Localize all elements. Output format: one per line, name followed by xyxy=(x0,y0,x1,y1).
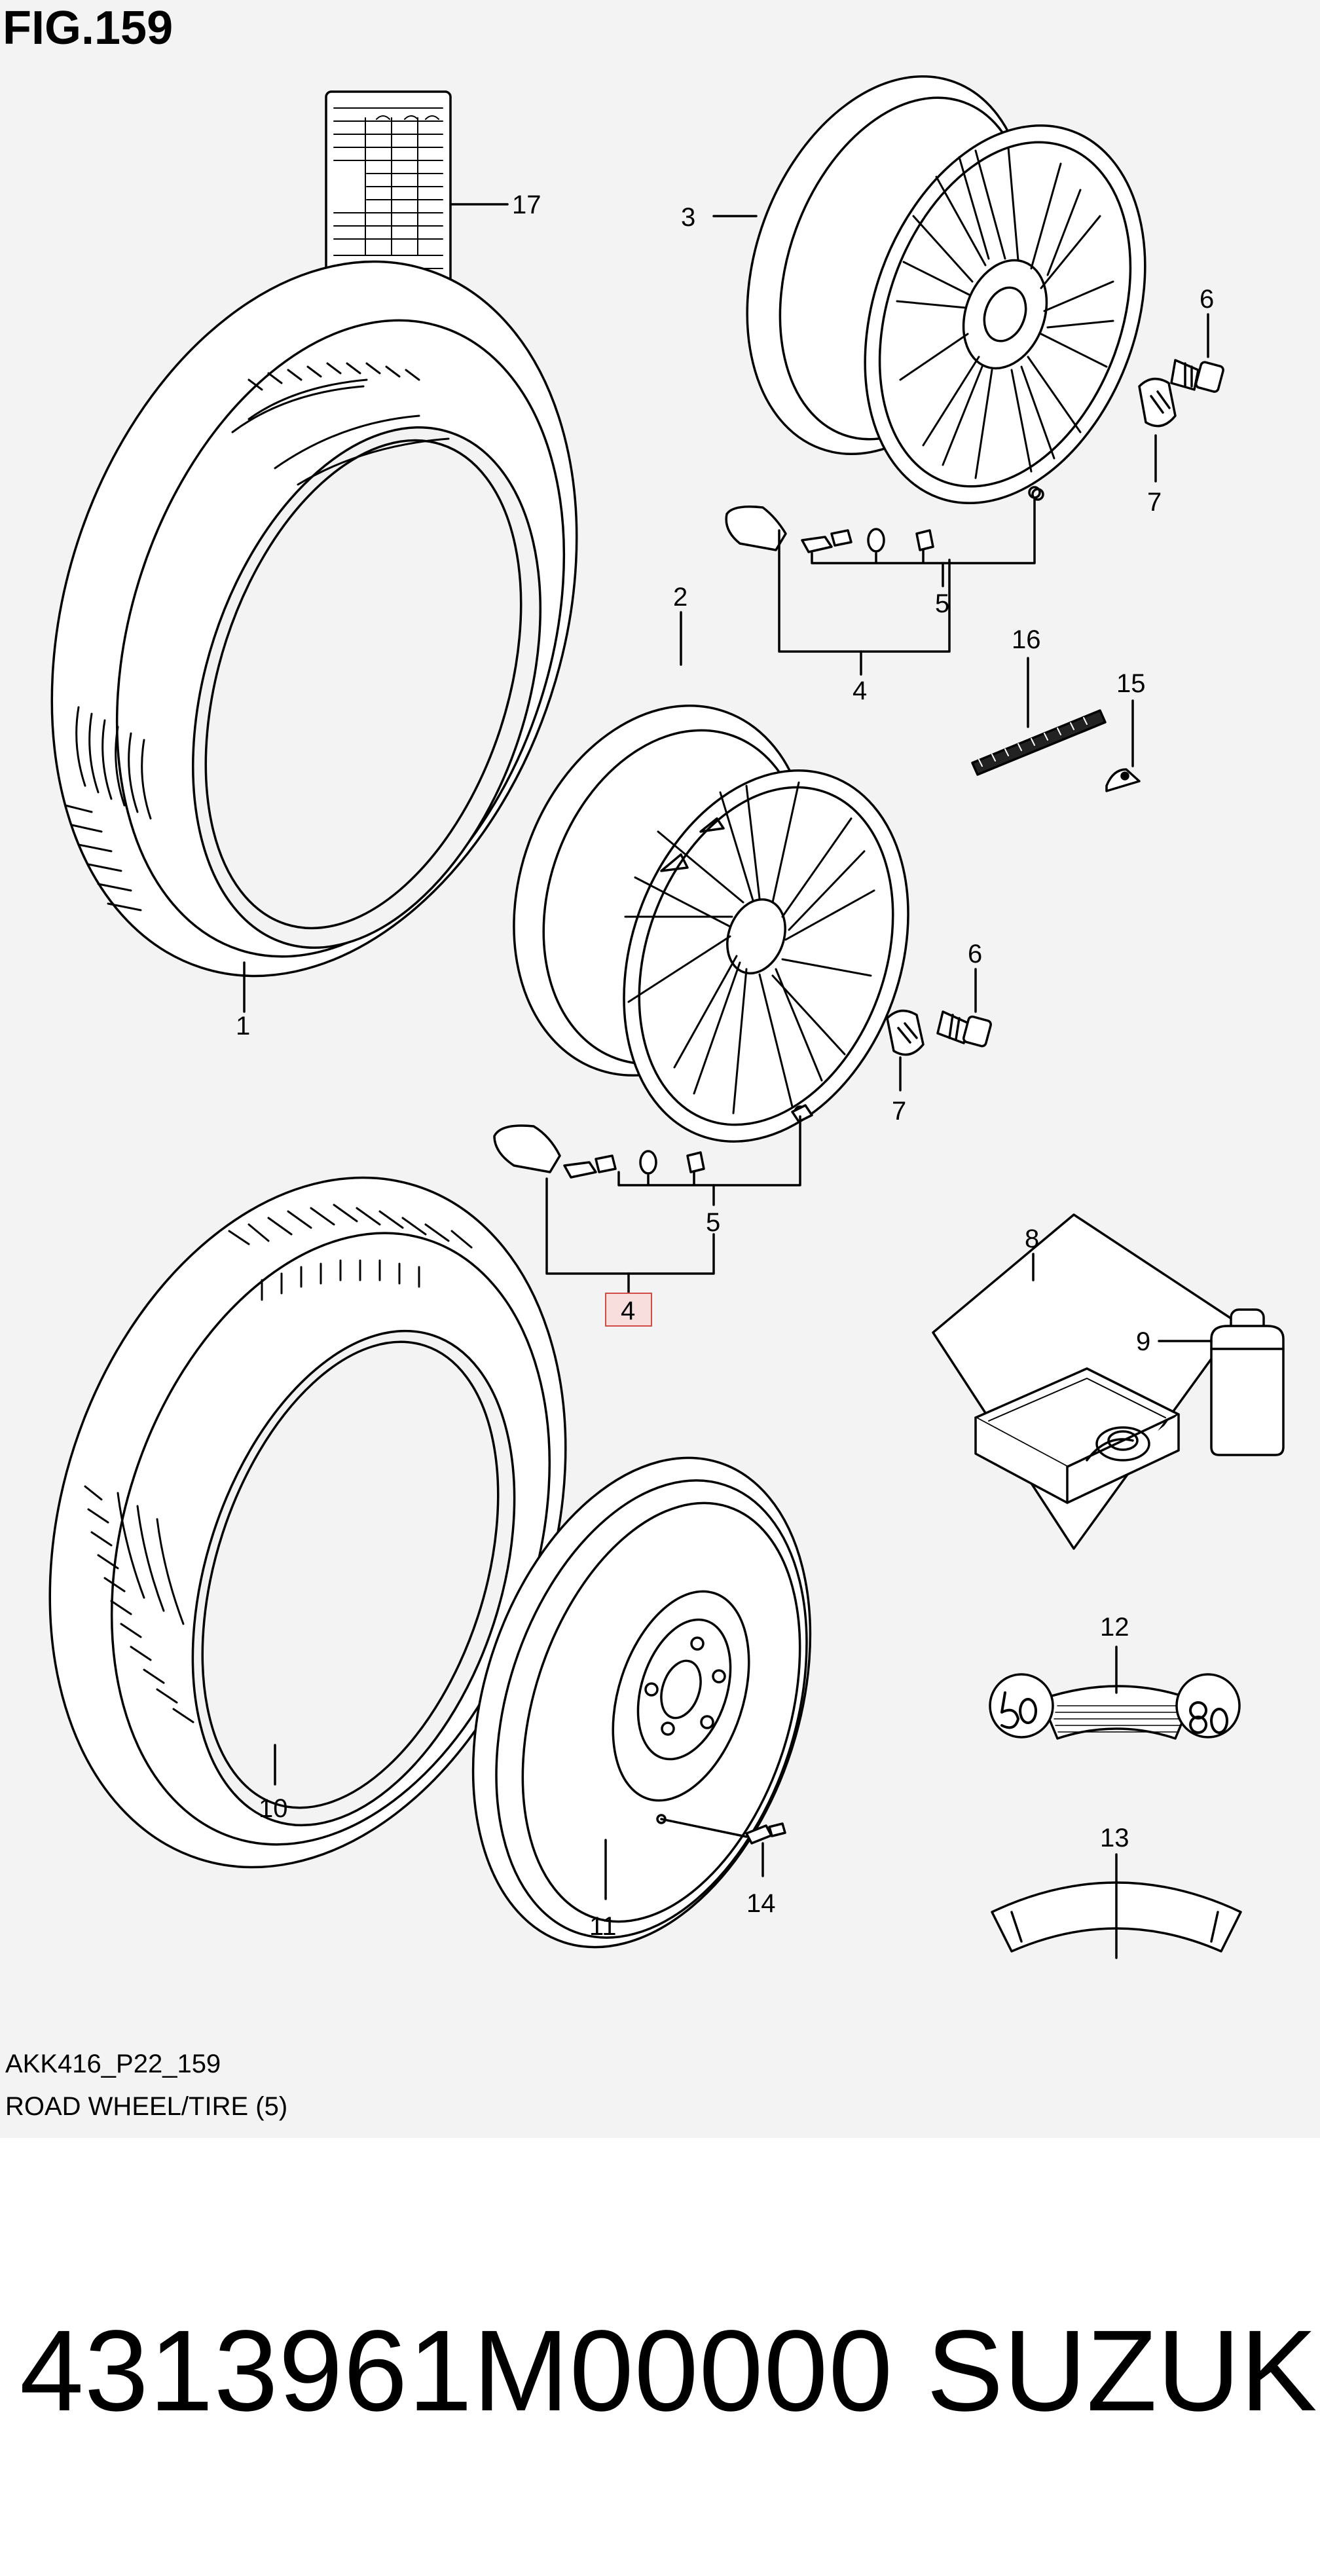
diagram-panel: FIG.159 17 xyxy=(0,0,1320,2138)
tire-lower xyxy=(48,1176,567,1869)
leader-5a-bracket xyxy=(811,496,1036,564)
callout-13: 13 xyxy=(1100,1824,1129,1852)
exploded-parts-drawing: 17 3 6 7 xyxy=(48,75,1285,1959)
alloy-wheel-top xyxy=(746,75,1146,505)
leader-4b-bracket xyxy=(545,1177,715,1275)
wheel-cap-top xyxy=(1138,377,1177,428)
clip-on-weight xyxy=(1105,768,1141,792)
callout-15: 15 xyxy=(1116,669,1146,698)
callout-10: 10 xyxy=(259,1794,288,1823)
steel-spare-wheel xyxy=(471,1456,812,1949)
highlighted-part-box[interactable] xyxy=(605,1293,652,1327)
callout-16: 16 xyxy=(1012,625,1041,654)
callout-7b: 7 xyxy=(892,1097,906,1126)
tire-valve xyxy=(745,1822,786,1845)
figure-code: AKK416_P22_159 xyxy=(5,2050,221,2078)
brand-name: SUZUKI xyxy=(926,2307,1320,2435)
tire-top xyxy=(50,260,578,978)
wheel-cap-middle xyxy=(886,1009,925,1056)
tire-repair-kit xyxy=(932,1213,1239,1550)
tpms-sensor-set-top xyxy=(725,486,1041,553)
callout-11: 11 xyxy=(589,1912,617,1941)
callout-4b[interactable]: 4 xyxy=(621,1297,635,1325)
callout-8: 8 xyxy=(1025,1224,1039,1253)
callout-9: 9 xyxy=(1136,1327,1150,1356)
tpms-sensor-set-middle xyxy=(493,1104,813,1179)
figure-title: FIG.159 xyxy=(3,2,174,54)
wheel-nut-middle xyxy=(936,1010,992,1048)
callout-6a: 6 xyxy=(1200,285,1214,314)
callout-5a: 5 xyxy=(935,589,949,618)
leader-14-link xyxy=(660,1818,748,1838)
callout-17: 17 xyxy=(512,191,541,219)
balance-weight-strip xyxy=(971,709,1107,776)
tire-pressure-label xyxy=(325,90,452,312)
callout-7a: 7 xyxy=(1147,488,1162,517)
leader-5b-bracket xyxy=(617,1115,801,1187)
wheel-nut-top xyxy=(1170,359,1224,393)
callout-4a: 4 xyxy=(852,676,867,705)
callout-2: 2 xyxy=(673,583,688,612)
callout-12: 12 xyxy=(1100,1613,1129,1642)
callout-5b: 5 xyxy=(706,1208,720,1237)
alloy-wheel-middle xyxy=(513,704,909,1143)
leader-4a-bracket xyxy=(778,529,951,653)
callout-14: 14 xyxy=(746,1889,776,1918)
sealant-bottle xyxy=(1210,1308,1285,1456)
speed-limit-label xyxy=(989,1673,1241,1740)
callout-1: 1 xyxy=(236,1012,250,1040)
callout-3: 3 xyxy=(681,203,695,232)
figure-description: ROAD WHEEL/TIRE (5) xyxy=(5,2092,288,2121)
part-number: 4313961M00000 xyxy=(20,2307,894,2435)
callout-6b: 6 xyxy=(968,940,982,968)
